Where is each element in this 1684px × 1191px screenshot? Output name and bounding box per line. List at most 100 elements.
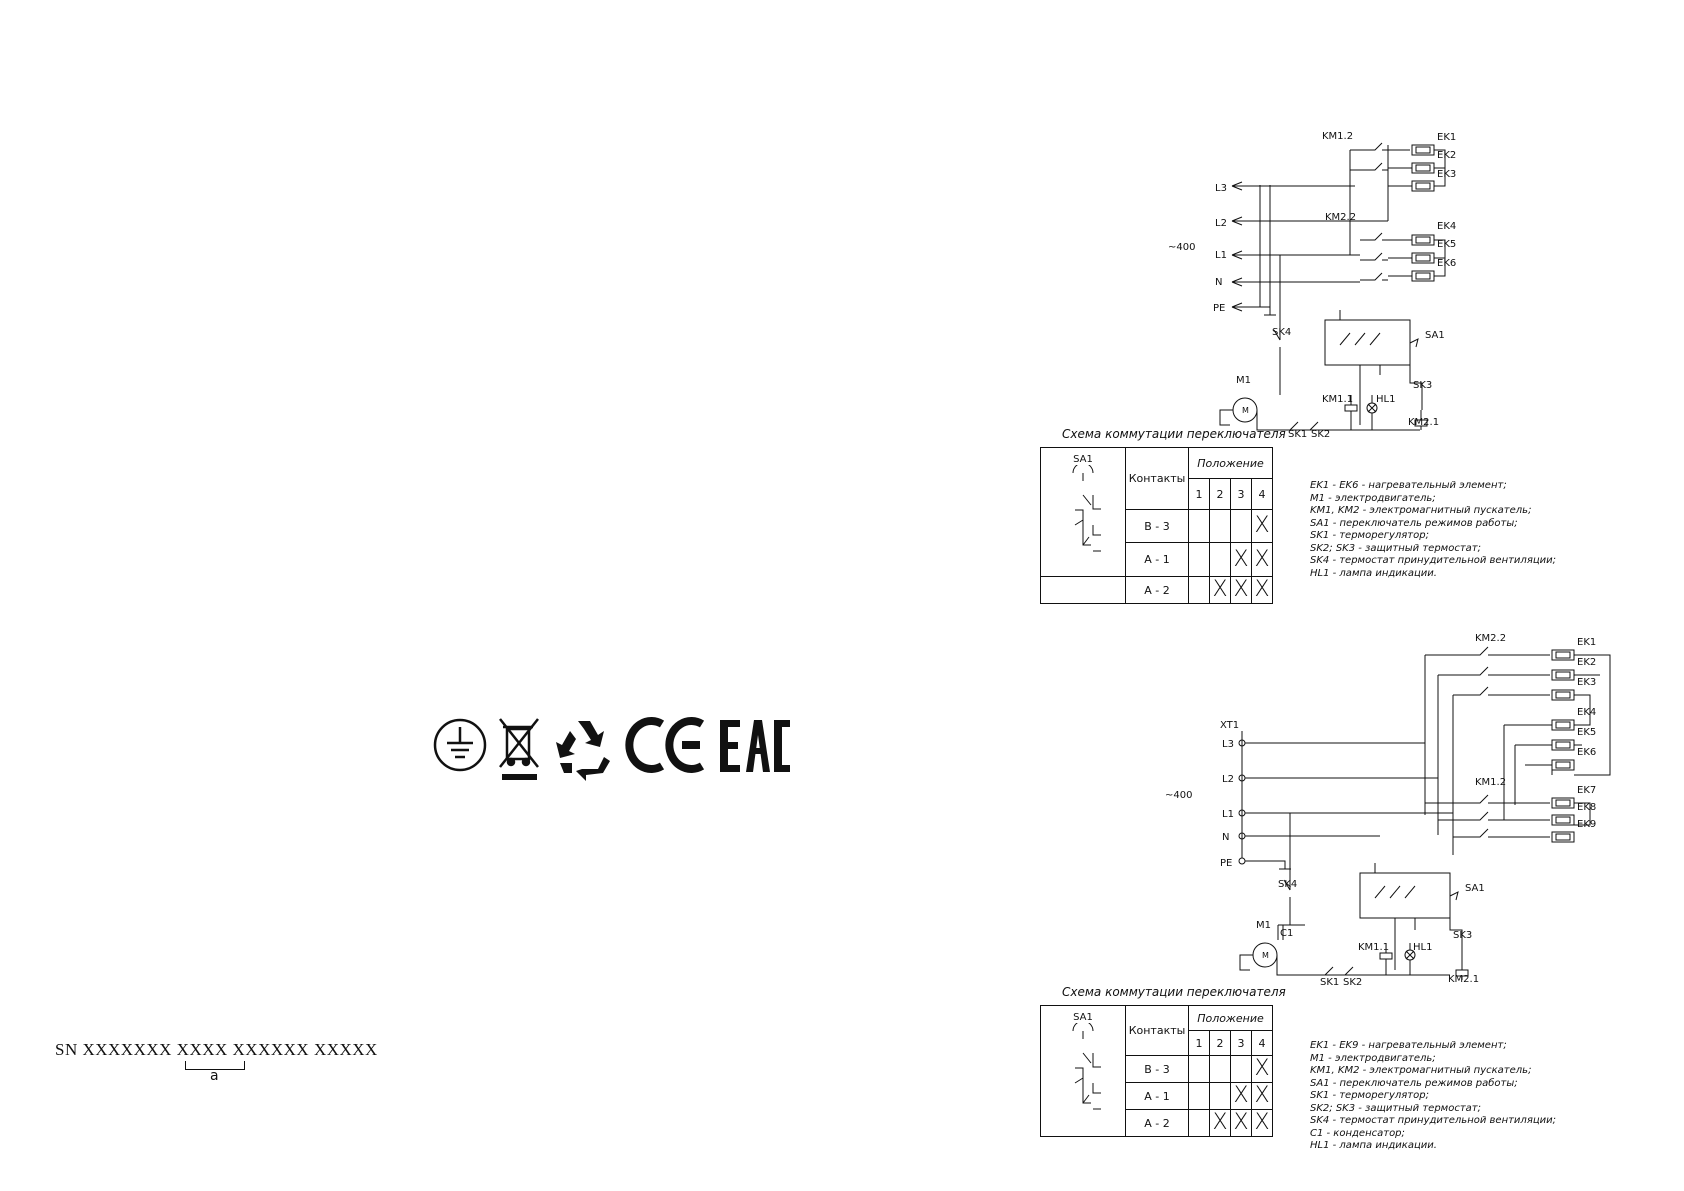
- svg-text:EK6: EK6: [1437, 258, 1456, 269]
- switch-mark: [1230, 508, 1252, 544]
- svg-text:SK2: SK2: [1311, 429, 1330, 440]
- contact-label: B - 3: [1125, 508, 1189, 544]
- svg-text:HL1: HL1: [1376, 394, 1395, 405]
- bus-lines: [1231, 181, 1388, 316]
- switch-symbol-icon: [1072, 462, 1101, 552]
- contactor-km22: [1360, 232, 1388, 281]
- switch-mark: [1209, 508, 1231, 544]
- position-col: 4: [1251, 1030, 1273, 1056]
- svg-text:KM1.1: KM1.1: [1322, 394, 1353, 405]
- position-col: 4: [1251, 478, 1273, 510]
- serial-bracket-label: a: [210, 1068, 219, 1084]
- legend-item: SK4 - термостат принудительной вентиляци…: [1310, 1115, 1557, 1126]
- switch-mark: X: [1251, 508, 1273, 544]
- switch-mark: X: [1230, 1109, 1252, 1137]
- legend-item: M1 - электродвигатель;: [1310, 492, 1436, 504]
- phase-labels: L3 L2 L1 N PE: [1220, 739, 1234, 869]
- switch-mark: X: [1209, 1109, 1231, 1137]
- control-circuit: [1219, 255, 1428, 431]
- switch-mark: [1209, 1082, 1231, 1110]
- serial-number: SN XXXXXXX XXXX XXXXXX XXXXX: [55, 1040, 378, 1059]
- contactor-km22: [1424, 646, 1550, 855]
- svg-text:KM1.2: KM1.2: [1475, 777, 1506, 788]
- contact-label: A - 1: [1125, 542, 1189, 577]
- legend-item: SK1 - терморегулятор;: [1310, 530, 1429, 541]
- svg-text:N: N: [1222, 832, 1229, 843]
- svg-text:KM2.2: KM2.2: [1475, 633, 1506, 644]
- switch-symbol-cell: SA1: [1040, 1005, 1126, 1137]
- heater-elements: [1504, 649, 1611, 843]
- switch-mark: [1230, 1055, 1252, 1083]
- legend-item: SA1 - переключатель режимов работы;: [1310, 517, 1518, 529]
- legend-item: SK2; SK3 - защитный термостат;: [1310, 1102, 1481, 1114]
- terminal-label: XT1: [1220, 720, 1239, 731]
- legend-item: SA1 - переключатель режимов работы;: [1310, 1077, 1518, 1089]
- contact-label: B - 3: [1125, 1055, 1189, 1083]
- contact-label: A - 2: [1125, 576, 1189, 604]
- heater-elements: [1388, 144, 1446, 282]
- wiring-diagram-2: ~400 XT1 L3 L2 L1 N PE KM2: [1165, 633, 1611, 988]
- legend-item: KM1, KM2 - электромагнитный пускатель;: [1310, 1065, 1532, 1076]
- legend-item: SK4 - термостат принудительной вентиляци…: [1310, 555, 1557, 566]
- phase-labels: L3 L2 L1 N PE: [1213, 183, 1227, 314]
- svg-text:EK5: EK5: [1437, 239, 1456, 250]
- svg-text:EK1: EK1: [1437, 132, 1456, 143]
- protective-earth-icon: [433, 718, 487, 772]
- ce-mark-icon: [625, 717, 705, 773]
- svg-text:SA1: SA1: [1465, 883, 1485, 894]
- sa-label: SA1: [1073, 1012, 1093, 1023]
- switch-table-1: SA1 Контакты Положение 1 2 3 4 B - 3 X: [1040, 447, 1273, 604]
- svg-text:EK3: EK3: [1577, 677, 1596, 688]
- svg-text:C1: C1: [1280, 928, 1293, 939]
- svg-text:EK5: EK5: [1577, 727, 1596, 738]
- svg-text:PE: PE: [1213, 303, 1225, 314]
- switch-mark: [1188, 1109, 1210, 1137]
- control-circuit: [1239, 813, 1469, 980]
- switch-mark: [1188, 542, 1210, 577]
- contact-label: A - 2: [1125, 1109, 1189, 1137]
- svg-text:EK4: EK4: [1437, 221, 1456, 232]
- eac-mark-icon: [720, 720, 790, 772]
- switch-table-2: SA1 Контакты Положение 1 2 3 4 B - 3 X: [1040, 1005, 1273, 1137]
- contacts-header: Контакты: [1125, 447, 1189, 510]
- svg-text:SA1: SA1: [1425, 330, 1445, 341]
- legend-2: EK1 - EK9 - нагревательный элемент; M1 -…: [1310, 1040, 1556, 1153]
- svg-text:KM2.2: KM2.2: [1325, 212, 1356, 223]
- switch-mark: X: [1230, 542, 1252, 577]
- weee-crossed-bin-icon: [499, 718, 539, 780]
- switch-mark: [1188, 1055, 1210, 1083]
- legend-item: M1 - электродвигатель;: [1310, 1052, 1436, 1064]
- switch-mark: X: [1251, 1109, 1273, 1137]
- svg-text:L3: L3: [1215, 183, 1227, 194]
- svg-text:M: M: [1242, 406, 1249, 415]
- switch-mark: [1188, 1082, 1210, 1110]
- svg-text:KM1.1: KM1.1: [1358, 942, 1389, 953]
- recycle-icon: [556, 721, 610, 781]
- legend-item: EK1 - EK9 - нагревательный элемент;: [1310, 1040, 1507, 1051]
- switch-mark: [1188, 508, 1210, 544]
- svg-text:M1: M1: [1256, 920, 1271, 931]
- svg-text:M: M: [1262, 951, 1269, 960]
- svg-text:L1: L1: [1215, 250, 1227, 261]
- voltage-label: ~400: [1165, 790, 1192, 801]
- legend-item: SK2; SK3 - защитный термостат;: [1310, 542, 1481, 554]
- position-col: 3: [1230, 1030, 1252, 1056]
- legend-item: EK1 - EK6 - нагревательный элемент;: [1310, 480, 1507, 491]
- contactor-km12: [1349, 142, 1410, 255]
- svg-text:SK3: SK3: [1453, 930, 1472, 941]
- svg-text:L1: L1: [1222, 809, 1234, 820]
- svg-text:L3: L3: [1222, 739, 1234, 750]
- legend-item: KM1, KM2 - электромагнитный пускатель;: [1310, 505, 1532, 516]
- position-col: 1: [1188, 478, 1210, 510]
- svg-text:EK8: EK8: [1577, 802, 1596, 813]
- svg-text:SK1: SK1: [1320, 977, 1339, 988]
- legend-item: SK1 - терморегулятор;: [1310, 1090, 1429, 1101]
- switch-symbol-cell: SA1: [1040, 447, 1126, 577]
- svg-text:EK4: EK4: [1577, 707, 1596, 718]
- position-col: 2: [1209, 1030, 1231, 1056]
- switch-table-caption: Схема коммутации переключателя: [1062, 427, 1286, 441]
- switch-mark: X: [1251, 1082, 1273, 1110]
- svg-text:HL1: HL1: [1413, 942, 1432, 953]
- legend-1: EK1 - EK6 - нагревательный элемент; M1 -…: [1310, 480, 1556, 580]
- svg-text:EK2: EK2: [1577, 657, 1596, 668]
